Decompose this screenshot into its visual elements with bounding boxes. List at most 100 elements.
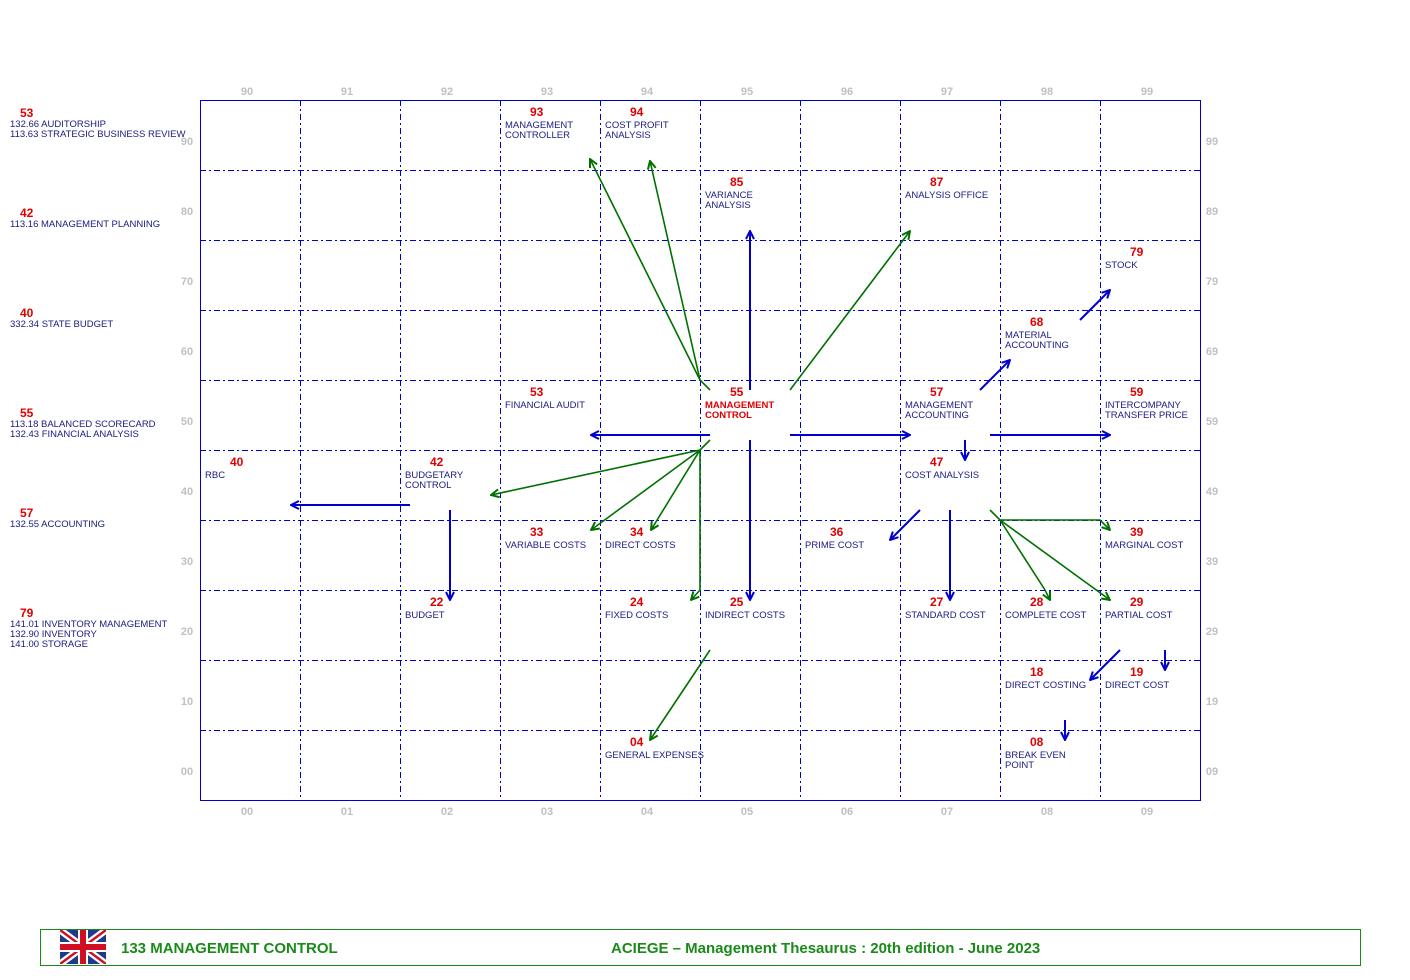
term-number[interactable]: 25 [730,595,744,609]
related-term-label[interactable]: 132.90 INVENTORY [10,629,97,640]
term-label[interactable]: PARTIAL COST [1105,610,1173,621]
term-number[interactable]: 55 [730,385,744,399]
term-number[interactable]: 59 [1130,385,1144,399]
term-label[interactable]: ACCOUNTING [905,410,969,421]
term-label[interactable]: DIRECT COSTS [605,540,676,551]
term-label[interactable]: VARIABLE COSTS [505,540,587,551]
related-term-number[interactable]: 79 [20,606,34,620]
term-number[interactable]: 87 [930,175,944,189]
term-label[interactable]: MANAGEMENT [905,400,974,411]
axis-label-bottom: 00 [240,806,254,818]
axis-label-right: 19 [1205,696,1219,708]
axis-label-top: 96 [840,86,854,98]
term-label[interactable]: VARIANCE [705,190,753,201]
term-label[interactable]: TRANSFER PRICE [1105,410,1188,421]
term-label[interactable]: COST ANALYSIS [905,470,980,481]
related-term-label[interactable]: 141.01 INVENTORY MANAGEMENT [10,619,168,630]
term-label[interactable]: FIXED COSTS [605,610,669,621]
term-number[interactable]: 79 [1130,245,1144,259]
term-number[interactable]: 33 [530,525,544,539]
term-number[interactable]: 18 [1030,665,1044,679]
term-label[interactable]: BUDGET [405,610,445,621]
term-number[interactable]: 94 [630,105,644,119]
term-number[interactable]: 40 [230,455,244,469]
term-label[interactable]: ACCOUNTING [1005,340,1069,351]
term-label[interactable]: INDIRECT COSTS [705,610,786,621]
term-label[interactable]: FINANCIAL AUDIT [505,400,585,411]
term-label[interactable]: COST PROFIT [605,120,669,131]
axis-label-right: 89 [1205,206,1219,218]
arrow-55-to-87 [789,231,910,391]
term-label[interactable]: MANAGEMENT [705,400,775,411]
term-label[interactable]: CONTROL [705,410,752,421]
term-number[interactable]: 19 [1130,665,1144,679]
axis-label-top: 91 [340,86,354,98]
axis-label-bottom: 01 [340,806,354,818]
term-number[interactable]: 42 [430,455,444,469]
related-term-number[interactable]: 40 [20,306,34,320]
axis-label-top: 98 [1040,86,1054,98]
term-number[interactable]: 68 [1030,315,1044,329]
term-number[interactable]: 93 [530,105,544,119]
axis-label-bottom: 06 [840,806,854,818]
related-term-number[interactable]: 55 [20,406,34,420]
term-number[interactable]: 85 [730,175,744,189]
term-label[interactable]: GENERAL EXPENSES [605,750,704,761]
term-label[interactable]: POINT [1005,760,1035,771]
arrow-29-to-18 [1090,649,1121,680]
term-label[interactable]: BUDGETARY [405,470,464,481]
related-term-label[interactable]: 113.16 MANAGEMENT PLANNING [10,219,161,230]
term-number[interactable]: 04 [630,735,644,749]
term-label[interactable]: CONTROL [405,480,452,491]
term-label[interactable]: DIRECT COST [1105,680,1170,691]
term-label[interactable]: BREAK EVEN [1005,750,1066,761]
term-label[interactable]: ANALYSIS [705,200,751,211]
term-number[interactable]: 39 [1130,525,1144,539]
term-number[interactable]: 29 [1130,595,1144,609]
term-number[interactable]: 22 [430,595,444,609]
term-number[interactable]: 57 [930,385,944,399]
term-number[interactable]: 34 [630,525,644,539]
related-term-label[interactable]: 132.43 FINANCIAL ANALYSIS [10,429,139,440]
term-label[interactable]: STOCK [1105,260,1138,271]
related-term-number[interactable]: 53 [20,106,34,120]
term-label[interactable]: RBC [205,470,226,481]
related-term-label[interactable]: 132.66 AUDITORSHIP [10,119,106,130]
term-number[interactable]: 27 [930,595,944,609]
related-term-label[interactable]: 332.34 STATE BUDGET [10,319,114,330]
term-label[interactable]: COMPLETE COST [1005,610,1087,621]
term-number[interactable]: 28 [1030,595,1044,609]
term-number[interactable]: 47 [930,455,944,469]
term-label[interactable]: STANDARD COST [905,610,986,621]
term-label[interactable]: ANALYSIS [605,130,651,141]
arrow-55-to-94 [650,161,701,381]
arrow-55-to-93 [590,159,711,391]
axis-label-right: 49 [1205,486,1219,498]
related-term-label[interactable]: 132.55 ACCOUNTING [10,519,106,530]
axis-label-bottom: 07 [940,806,954,818]
term-label[interactable]: PRIME COST [805,540,865,551]
term-label[interactable]: MARGINAL COST [1105,540,1184,551]
related-term-number[interactable]: 42 [20,206,34,220]
term-label[interactable]: MANAGEMENT [505,120,574,131]
related-term-label[interactable]: 141.00 STORAGE [10,639,88,650]
axis-label-left: 50 [180,416,194,428]
term-number[interactable]: 53 [530,385,544,399]
related-term-number[interactable]: 57 [20,506,34,520]
related-term-label[interactable]: 113.18 BALANCED SCORECARD [10,419,156,430]
term-number[interactable]: 08 [1030,735,1044,749]
arrow-47-to-28 [999,519,1050,600]
term-label[interactable]: ANALYSIS OFFICE [905,190,989,201]
term-label[interactable]: DIRECT COSTING [1005,680,1087,691]
term-label[interactable]: INTERCOMPANY [1105,400,1181,411]
term-number[interactable]: 36 [830,525,844,539]
term-label[interactable]: MATERIAL [1005,330,1052,341]
axis-label-bottom: 09 [1140,806,1154,818]
term-number[interactable]: 24 [630,595,644,609]
related-term-label[interactable]: 113.63 STRATEGIC BUSINESS REVIEW [10,129,186,140]
term-label[interactable]: CONTROLLER [505,130,570,141]
